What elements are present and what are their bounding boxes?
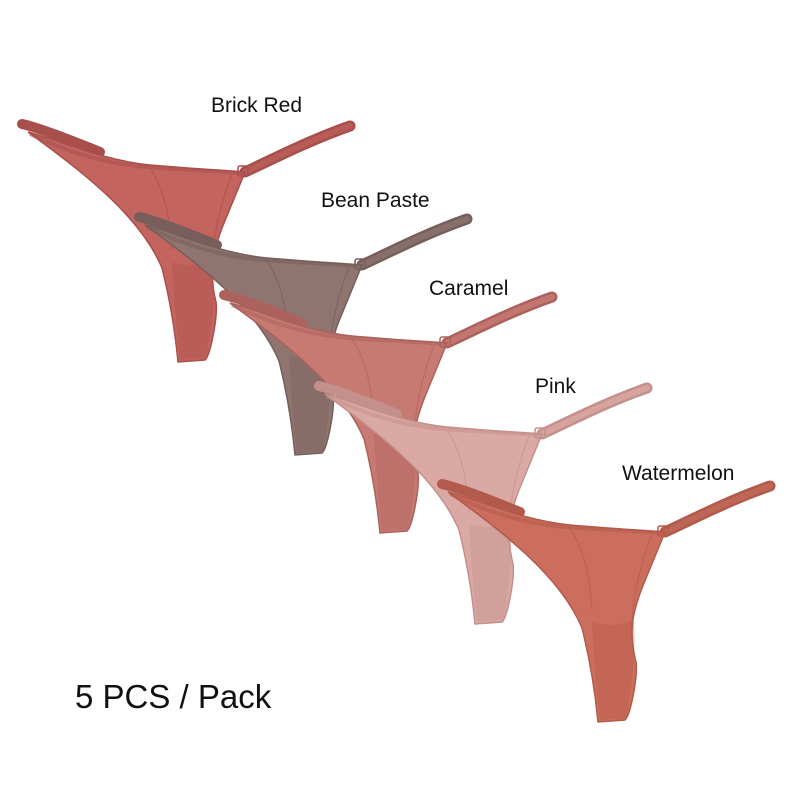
pack-caption: 5 PCS / Pack	[75, 678, 272, 715]
color-label-brick-red: Brick Red	[211, 94, 303, 117]
garment-brick-red	[17, 119, 356, 363]
garment-pink	[314, 381, 653, 625]
garment-watermelon	[437, 479, 776, 723]
color-label-watermelon: Watermelon	[622, 462, 735, 485]
color-label-caramel: Caramel	[429, 277, 509, 300]
color-label-bean-paste: Bean Paste	[321, 189, 430, 212]
garment-caramel	[219, 290, 558, 534]
color-label-pink: Pink	[535, 375, 576, 398]
garment-bean-paste	[134, 212, 473, 456]
